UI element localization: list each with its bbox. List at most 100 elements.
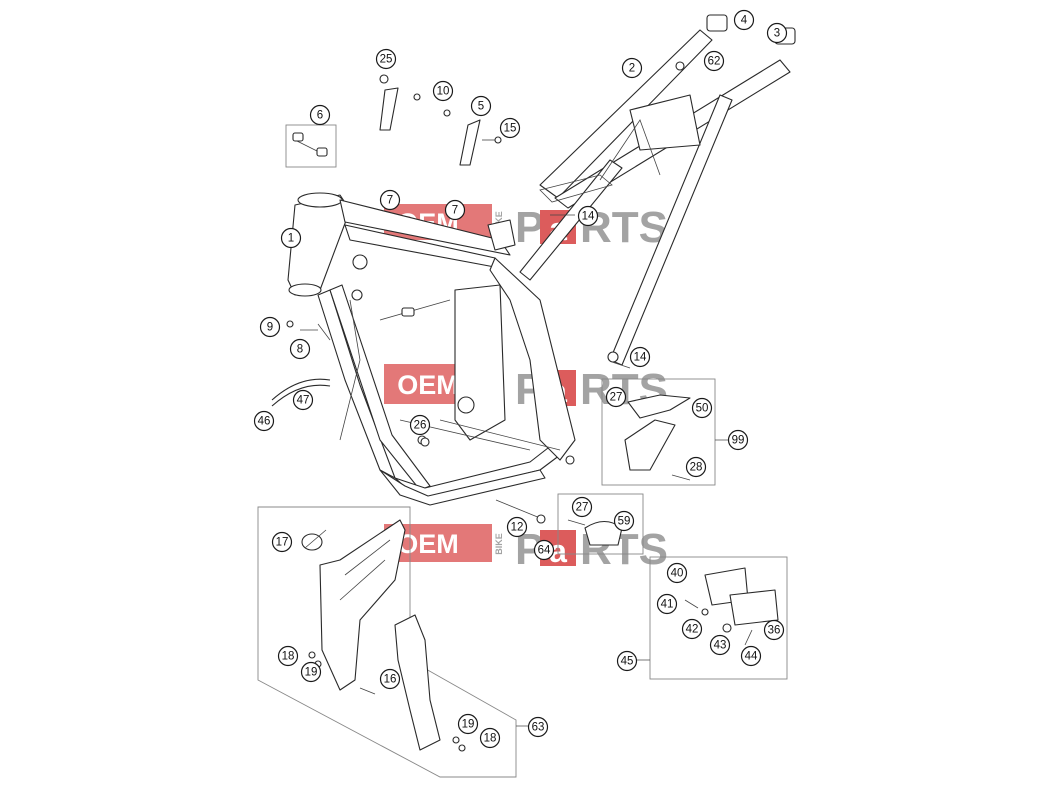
callout-number: 40 [671, 568, 684, 580]
callout-c42[interactable]: 42 [681, 618, 703, 640]
callout-c28[interactable]: 28 [685, 456, 707, 478]
callout-circle [470, 95, 492, 117]
callout-circle [763, 619, 785, 641]
callout-c2[interactable]: 2 [621, 57, 643, 79]
callout-number: 50 [696, 403, 709, 415]
callout-circle [379, 189, 401, 211]
callout-c18b[interactable]: 18 [479, 727, 501, 749]
callout-number: 27 [576, 502, 589, 514]
callout-number: 25 [380, 54, 393, 66]
callout-number: 63 [532, 722, 545, 734]
callout-circle [444, 199, 466, 221]
callout-circle [629, 346, 651, 368]
callout-number: 8 [297, 344, 303, 356]
callout-c9[interactable]: 9 [259, 316, 281, 338]
callout-number: 6 [317, 110, 323, 122]
callout-c3[interactable]: 3 [766, 22, 788, 44]
callout-c50[interactable]: 50 [691, 397, 713, 419]
callout-number: 4 [741, 15, 748, 27]
callout-c99[interactable]: 99 [727, 429, 749, 451]
callout-circle [766, 22, 788, 44]
callout-c45[interactable]: 45 [616, 650, 638, 672]
callout-circle [432, 80, 454, 102]
callout-number: 14 [634, 352, 647, 364]
callout-c4[interactable]: 4 [733, 9, 755, 31]
group-63-drawing [257, 506, 530, 778]
callout-number: 47 [297, 395, 310, 407]
callout-number: 44 [745, 651, 758, 663]
callout-c1[interactable]: 1 [280, 227, 302, 249]
callout-circle [289, 338, 311, 360]
svg-text:OEM: OEM [397, 370, 459, 400]
callout-c62[interactable]: 62 [703, 50, 725, 72]
group-45-drawing [637, 556, 788, 680]
callout-circle [309, 104, 331, 126]
callout-number: 17 [276, 537, 289, 549]
group-64-drawing [557, 493, 644, 555]
callout-c47[interactable]: 47 [292, 389, 314, 411]
small-parts-drawing [271, 74, 631, 524]
callout-circle [479, 727, 501, 749]
callout-circle [703, 50, 725, 72]
callout-circle [499, 117, 521, 139]
callout-number: 43 [714, 640, 727, 652]
callout-number: 45 [621, 656, 634, 668]
callout-c27a[interactable]: 27 [605, 386, 627, 408]
callout-c64[interactable]: 64 [533, 539, 555, 561]
callout-c10[interactable]: 10 [432, 80, 454, 102]
callout-circle [300, 661, 322, 683]
callout-number: 59 [618, 516, 631, 528]
callout-circle [681, 618, 703, 640]
callout-c5[interactable]: 5 [470, 95, 492, 117]
callout-c63[interactable]: 63 [527, 716, 549, 738]
callout-circle [506, 516, 528, 538]
callout-c27b[interactable]: 27 [571, 496, 593, 518]
callout-c19a[interactable]: 19 [300, 661, 322, 683]
callout-c36[interactable]: 36 [763, 619, 785, 641]
callout-number: 26 [414, 420, 427, 432]
callout-c12[interactable]: 12 [506, 516, 528, 538]
callout-number: 15 [504, 123, 517, 135]
svg-text:P: P [515, 203, 544, 252]
callout-c26[interactable]: 26 [409, 414, 431, 436]
callout-circle [733, 9, 755, 31]
callout-c7b[interactable]: 7 [444, 199, 466, 221]
callout-c40[interactable]: 40 [666, 562, 688, 584]
callout-circle [656, 593, 678, 615]
callout-c6[interactable]: 6 [309, 104, 331, 126]
svg-text:BIKE: BIKE [494, 533, 504, 555]
callout-c41[interactable]: 41 [656, 593, 678, 615]
callout-number: 7 [387, 195, 393, 207]
callout-c19b[interactable]: 19 [457, 713, 479, 735]
callout-c16[interactable]: 16 [379, 668, 401, 690]
callout-circle [727, 429, 749, 451]
callout-c7a[interactable]: 7 [379, 189, 401, 211]
callout-circle [280, 227, 302, 249]
callout-number: 3 [774, 28, 780, 40]
callout-c46[interactable]: 46 [253, 410, 275, 432]
callout-circle [577, 205, 599, 227]
callout-number: 27 [610, 392, 623, 404]
callout-circle [666, 562, 688, 584]
callout-c14a[interactable]: 14 [577, 205, 599, 227]
callout-number: 28 [690, 462, 703, 474]
callout-circle [277, 645, 299, 667]
callout-circle [685, 456, 707, 478]
callout-c14b[interactable]: 14 [629, 346, 651, 368]
callout-circle [571, 496, 593, 518]
callout-c43[interactable]: 43 [709, 634, 731, 656]
callout-number: 19 [462, 719, 475, 731]
callout-c17[interactable]: 17 [271, 531, 293, 553]
callout-number: 9 [267, 322, 273, 334]
callout-number: 5 [478, 101, 484, 113]
callout-c44[interactable]: 44 [740, 645, 762, 667]
callout-c8[interactable]: 8 [289, 338, 311, 360]
callout-c15[interactable]: 15 [499, 117, 521, 139]
callout-circle [379, 668, 401, 690]
callout-circle [527, 716, 549, 738]
group-99-drawing [601, 378, 728, 486]
callout-c59[interactable]: 59 [613, 510, 635, 532]
callout-c25[interactable]: 25 [375, 48, 397, 70]
callout-c18a[interactable]: 18 [277, 645, 299, 667]
callout-circle [613, 510, 635, 532]
